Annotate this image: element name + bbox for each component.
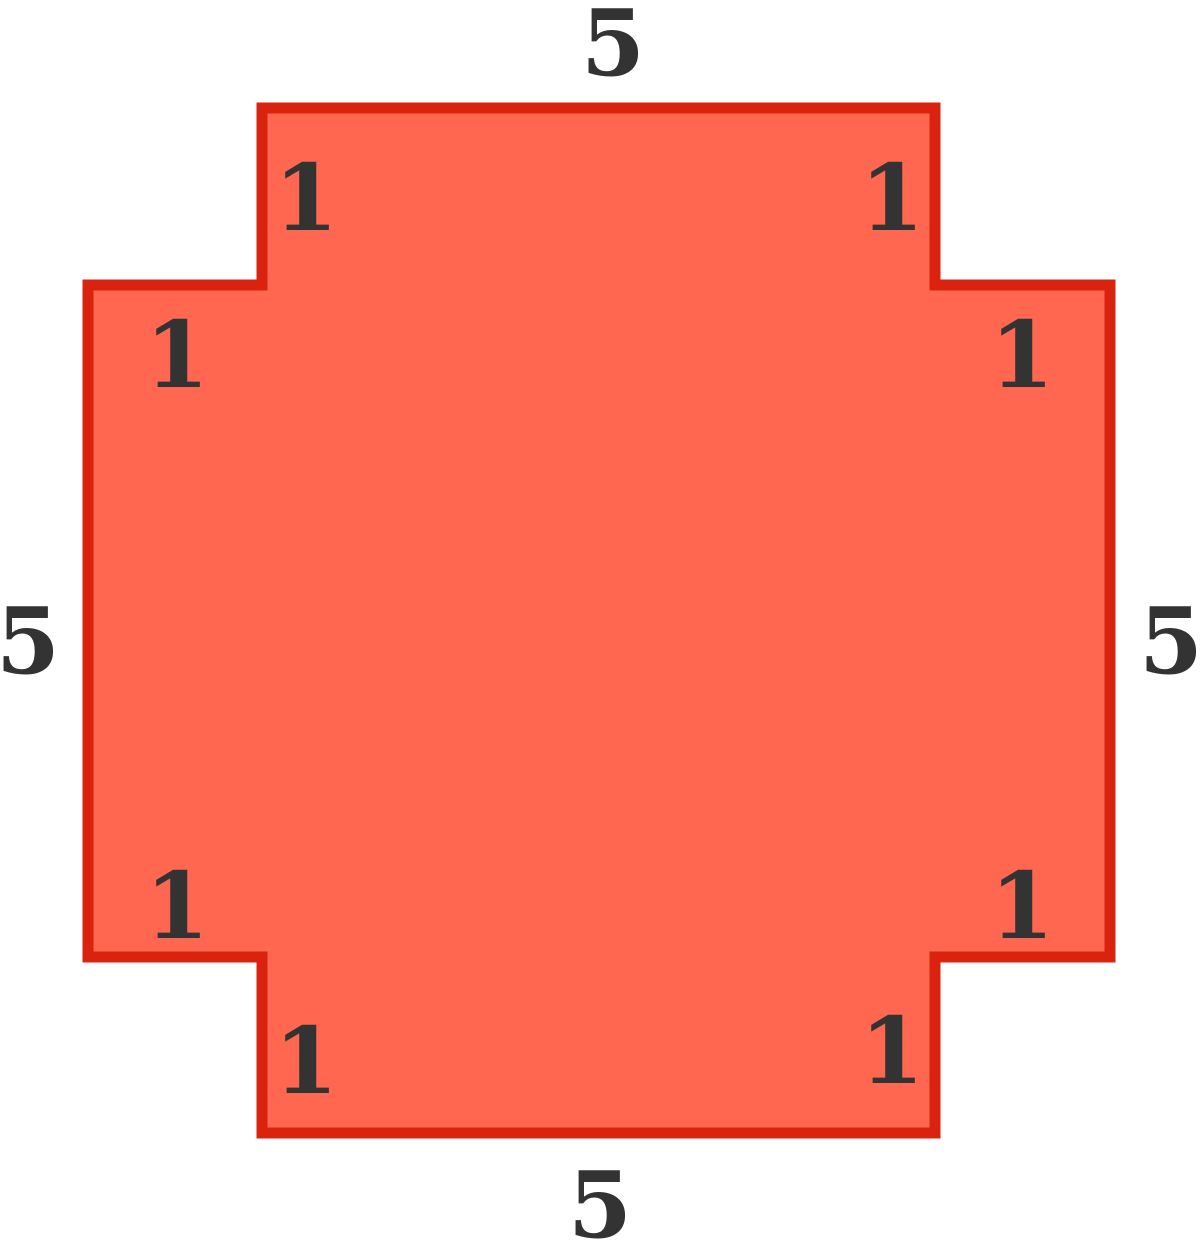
notch-bottom-right-horizontal-label: 1 — [990, 852, 1054, 960]
notch-bottom-left-horizontal-label: 1 — [145, 852, 209, 960]
notch-bottom-left-vertical-label: 1 — [274, 1007, 338, 1115]
notch-top-right-vertical-label: 1 — [860, 144, 924, 252]
top-side-label: 5 — [581, 0, 645, 97]
left-side-label: 5 — [0, 587, 60, 695]
bottom-side-label: 5 — [568, 1151, 632, 1245]
notch-top-left-vertical-label: 1 — [274, 144, 338, 252]
cross-polygon — [82, 102, 1116, 1139]
notch-bottom-right-vertical-label: 1 — [860, 997, 924, 1105]
right-side-label: 5 — [1139, 587, 1200, 695]
notch-top-right-horizontal-label: 1 — [990, 301, 1054, 409]
notch-top-left-horizontal-label: 1 — [145, 301, 209, 409]
